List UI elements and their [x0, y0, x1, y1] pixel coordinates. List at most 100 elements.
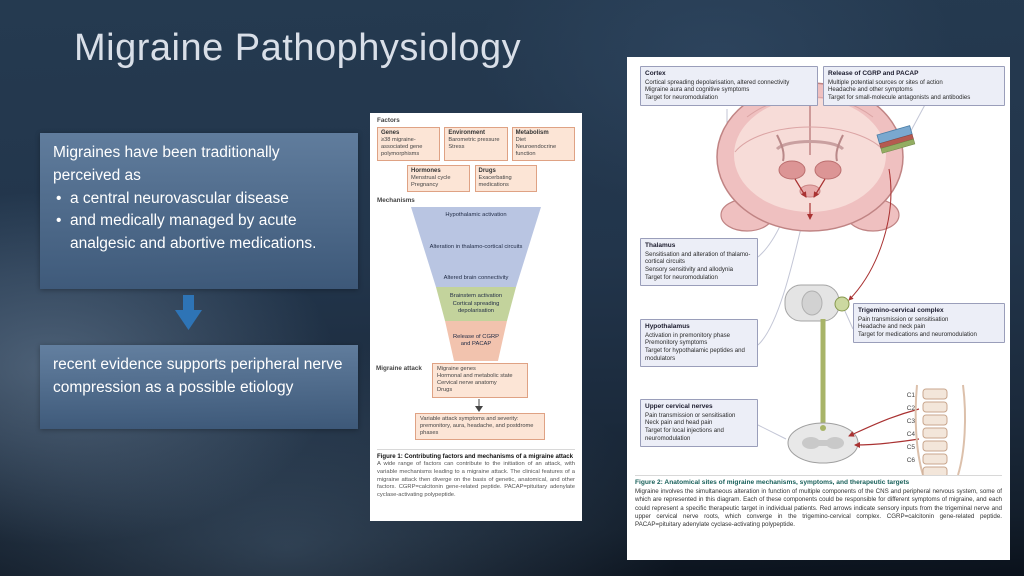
figure1-caption: Figure 1: Contributing factors and mecha…	[377, 449, 575, 501]
brainstem-illustration	[784, 284, 850, 322]
callout-line: Activation in premonitory phase	[645, 331, 731, 339]
callout-trigemino-cervical-complex: Trigemino-cervical complex Pain transmis…	[853, 303, 1005, 344]
figure1-panel: Factors Genes ≥38 migraine-associated ge…	[370, 113, 582, 521]
callout-line: Pain transmission or sensitisation	[645, 411, 736, 419]
callout-title: Hypothalamus	[645, 323, 690, 330]
factor-line: Menstrual cycle	[411, 175, 451, 181]
factor-title: Environment	[448, 130, 485, 136]
outcome-text: Variable attack symptoms and severity: p…	[420, 416, 534, 437]
factor-row-2: Hormones Menstrual cycle Pregnancy Drugs…	[407, 165, 537, 193]
callout-line: Target for neuromodulation	[645, 274, 718, 282]
callout-thalamus: Thalamus Sensitisation and alteration of…	[640, 238, 758, 287]
spinal-cord-section	[787, 422, 859, 464]
factor-title: Hormones	[411, 168, 441, 174]
factor-box-genes: Genes ≥38 migraine-associated gene polym…	[377, 127, 441, 162]
mechanism-funnel: Hypothalamic activation Alteration in th…	[411, 207, 541, 361]
cervical-spine-illustration	[914, 384, 967, 478]
callout-release-cgrp-pacap: Release of CGRP and PACAP Multiple poten…	[823, 66, 1005, 107]
callout-line: Sensory sensitivity and allodynia	[645, 266, 734, 274]
traditional-view-textbox: Migraines have been traditionally percei…	[40, 133, 358, 289]
down-arrow-small-icon	[474, 399, 484, 417]
callout-line: Target for small-molecule antagonists an…	[828, 94, 971, 102]
attack-line: Hormonal and metabolic state	[437, 373, 513, 380]
down-arrow-icon	[175, 295, 202, 337]
factor-line: Stress	[448, 144, 465, 151]
funnel-section-brainstem: Brainstem activation Cortical spreading …	[435, 287, 517, 321]
factor-line: Pregnancy	[411, 182, 439, 189]
callout-title: Upper cervical nerves	[645, 403, 713, 410]
callout-upper-cervical-nerves: Upper cervical nerves Pain transmission …	[640, 399, 758, 448]
factor-line: ≥38 migraine-associated gene polymorphis…	[381, 137, 423, 158]
trigeminal-nerve-arrow	[848, 168, 892, 301]
spine-label: C2	[907, 405, 916, 412]
traditional-intro: Migraines have been traditionally percei…	[53, 144, 280, 184]
factor-box-metabolism: Metabolism Diet Neuroendocrine function	[511, 127, 575, 162]
traditional-bullet-1: a central neurovascular disease	[53, 188, 345, 211]
funnel-section-release: Release of CGRP and PACAP	[445, 321, 507, 361]
figure1-caption-body: A wide range of factors can contribute t…	[377, 461, 575, 499]
figure2-panel: C1 C2 C3 C4 C5 C6 Cortex Cortical spread…	[627, 57, 1010, 560]
funnel-line: Release of CGRP and PACAP	[452, 334, 500, 347]
funnel-line: Alteration in thalamo-cortical circuits	[429, 243, 523, 250]
mechanisms-label: Mechanisms	[377, 197, 415, 204]
factor-title: Genes	[381, 130, 400, 136]
callout-line: Target for neuromodulation	[645, 94, 718, 102]
callout-line: Multiple potential sources or sites of a…	[828, 78, 943, 86]
attack-outcome-box: Variable attack symptoms and severity: p…	[415, 413, 545, 441]
factors-label: Factors	[377, 117, 400, 124]
cortex-wedge-icon	[876, 125, 916, 154]
callout-cortex: Cortex Cortical spreading depolarisation…	[640, 66, 818, 107]
red-arrows-brain	[794, 178, 826, 220]
spine-label: C5	[907, 444, 916, 451]
callout-title: Thalamus	[645, 242, 676, 249]
funnel-line: Brainstem activation	[449, 293, 503, 300]
spine-labels: C1 C2 C3 C4 C5 C6	[907, 392, 916, 464]
factor-row-1: Genes ≥38 migraine-associated gene polym…	[377, 127, 575, 162]
callout-line: Premonitory symptoms	[645, 339, 708, 347]
callout-line: Target for local injections and neuromod…	[645, 427, 724, 443]
attack-line: Migraine genes	[437, 366, 476, 372]
cervical-nerve-arrows	[848, 408, 920, 448]
brain-illustration	[716, 82, 904, 232]
traditional-bullet-2: and medically managed by acute analgesic…	[53, 210, 345, 256]
factor-box-drugs: Drugs Exacerbating medications	[474, 165, 537, 193]
funnel-line: Hypothalamic activation	[445, 212, 507, 218]
spine-label: C4	[907, 431, 916, 438]
callout-line: Sensitisation and alteration of thalamo-…	[645, 250, 751, 266]
callout-title: Trigemino-cervical complex	[858, 307, 944, 314]
factor-line: Exacerbating medications	[478, 175, 512, 189]
figure1-caption-title: Figure 1: Contributing factors and mecha…	[377, 453, 574, 460]
spine-label: C6	[907, 457, 916, 464]
factor-line: Neuroendocrine function	[515, 144, 557, 158]
spine-label: C3	[907, 418, 916, 425]
factor-line: Barometric pressure	[448, 137, 500, 143]
callout-line: Headache and neck pain	[858, 323, 926, 331]
figure2-caption-title: Figure 2: Anatomical sites of migraine m…	[635, 479, 910, 486]
callout-line: Target for medications and neuromodulati…	[858, 331, 977, 339]
factor-box-environment: Environment Barometric pressure Stress	[444, 127, 508, 162]
callout-line: Pain transmission or sensitisation	[858, 315, 949, 323]
migraine-attack-label: Migraine attack	[376, 365, 422, 372]
attack-line: Drugs	[437, 387, 453, 394]
attack-line: Cervical nerve anatomy	[437, 380, 497, 387]
factor-title: Drugs	[478, 168, 496, 174]
page-title: Migraine Pathophysiology	[74, 27, 522, 69]
evidence-text: recent evidence supports peripheral nerv…	[53, 356, 343, 396]
attack-factors-box: Migraine genes Hormonal and metabolic st…	[432, 363, 528, 398]
figure2-caption-body: Migraine involves the simultaneous alter…	[635, 488, 1002, 529]
callout-line: Headache and other symptoms	[828, 86, 913, 94]
callout-title: Release of CGRP and PACAP	[828, 70, 919, 77]
factor-box-hormones: Hormones Menstrual cycle Pregnancy	[407, 165, 470, 193]
factor-title: Metabolism	[515, 130, 549, 136]
funnel-section-central: Hypothalamic activation Alteration in th…	[411, 207, 541, 287]
callout-line: Target for hypothalamic peptides and mod…	[645, 347, 745, 363]
figure2-anatomy-art: C1 C2 C3 C4 C5 C6	[716, 82, 967, 478]
factor-line: Diet	[515, 137, 526, 143]
callout-hypothalamus: Hypothalamus Activation in premonitory p…	[640, 319, 758, 368]
callout-line: Migraine aura and cognitive symptoms	[645, 86, 750, 94]
callout-line: Cortical spreading depolarisation, alter…	[645, 78, 790, 86]
spine-label: C1	[907, 392, 916, 399]
figure2-caption: Figure 2: Anatomical sites of migraine m…	[635, 475, 1002, 530]
callout-title: Cortex	[645, 70, 666, 77]
